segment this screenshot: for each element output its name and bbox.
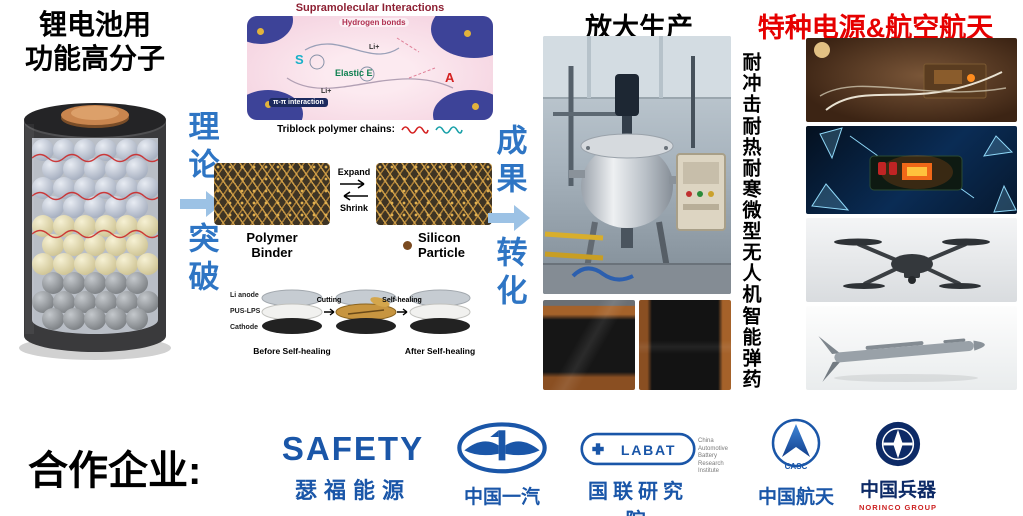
binder-network-after	[376, 163, 492, 225]
figure-supramolecular-title: Supramolecular Interactions	[295, 2, 445, 14]
expand-shrink-arrows: Expand Shrink	[332, 167, 376, 213]
labat-chinese-name: 国联研究院	[588, 481, 688, 516]
gold-dot	[464, 30, 471, 37]
drone-photo	[806, 218, 1017, 302]
logo-faw: 中国一汽	[452, 420, 552, 509]
s-block-label: S	[295, 52, 304, 67]
silicon-particle-legend: Silicon Particle	[376, 230, 492, 261]
figure-supramolecular: Supramolecular Interactions Hydrogen bon…	[247, 2, 493, 135]
pi-interaction-label: π-π interaction	[269, 98, 328, 107]
norinco-chinese-name: 中国兵器	[859, 480, 936, 501]
impact-test-photo	[806, 38, 1017, 122]
triblock-caption: Triblock polymer chains:	[247, 124, 493, 135]
hydrogen-bonds-label: Hydrogen bonds	[339, 18, 409, 27]
logo-norinco: 中国兵器 NORINCO GROUP	[852, 420, 944, 512]
flow-step1-top-label: 理论	[183, 110, 219, 186]
elastic-label: Elastic E	[335, 68, 373, 78]
self-healing-label: Self-healing	[382, 297, 422, 304]
application-label: 智能弹药	[739, 305, 761, 390]
self-healing-arrow-icon	[397, 308, 408, 316]
drone-sketch	[834, 238, 990, 289]
polymer-chain-wave-red-icon	[401, 125, 429, 134]
casc-chinese-name: 中国航天	[757, 487, 834, 508]
flow-step2-bottom-label: 转化	[491, 236, 527, 312]
labat-wordmark: LABAT	[621, 442, 676, 458]
polymer-binder-label: Polymer Binder	[246, 230, 298, 260]
gold-dot	[265, 101, 272, 108]
silicon-particle-label: Silicon Particle	[418, 230, 465, 260]
right-arrow-icon	[180, 191, 222, 217]
triblock-caption-text: Triblock polymer chains:	[277, 124, 395, 135]
reactor-photo	[543, 36, 731, 294]
electrode-film-photo-1	[543, 300, 635, 390]
safety-wordmark: SAFETY	[281, 430, 425, 467]
norinco-emblem-icon	[875, 421, 921, 467]
labat-subtitle: China Automotive Battery Research Instit…	[698, 438, 729, 474]
electrode-film-photo-2	[639, 300, 731, 390]
frozen-electronics-sketch	[811, 127, 1017, 213]
cell-stack-healed	[409, 289, 471, 334]
shrink-label: Shrink	[339, 203, 368, 213]
logo-casc: CASC 中国航天	[752, 418, 840, 509]
page-title: 锂电池用 功能高分子	[24, 9, 165, 75]
molecule-sketch	[286, 37, 454, 89]
safety-chinese-name: 瑟福能源	[294, 478, 411, 503]
faw-badge-icon	[457, 422, 547, 474]
casc-abbr: CASC	[785, 462, 808, 471]
faw-chinese-name: 中国一汽	[463, 487, 540, 508]
pus-lps-label: PUS-LPS	[230, 308, 261, 315]
binder-network-before	[214, 163, 330, 225]
application-label: 耐冲击	[739, 52, 761, 115]
battery-illustration	[19, 103, 171, 360]
application-label: 耐热耐寒	[739, 115, 761, 200]
labat-oval-icon: LABAT	[580, 432, 696, 466]
polymer-chain-wave-teal-icon	[435, 125, 463, 134]
cell-stack-cut	[335, 289, 397, 334]
cutting-arrow-icon	[324, 308, 335, 316]
cutting-label: Cutting	[317, 297, 342, 304]
logo-safety: SAFETY 瑟福能源	[268, 430, 438, 505]
li-ion-label: Li+	[369, 44, 380, 51]
flow-step-transformation: 成果 转化	[488, 124, 530, 312]
arrow-left-icon	[343, 191, 368, 201]
gold-dot	[472, 103, 479, 110]
logo-labat: LABAT China Automotive Battery Research …	[580, 432, 744, 516]
flow-step-theory: 理论 突破	[180, 110, 222, 298]
flow-step1-bottom-label: 突破	[183, 222, 219, 298]
silicon-particle-icon	[403, 241, 412, 251]
thermal-test-photo	[806, 126, 1017, 214]
missile-photo	[806, 306, 1017, 390]
missile-sketch	[818, 336, 985, 382]
figure-binder: Expand Shrink Polymer Binder Silicon Par…	[214, 163, 492, 271]
arrow-right-icon	[340, 179, 365, 189]
figure-self-healing: Li anode PUS-LPS Cathode Cutting Self-he…	[230, 289, 475, 356]
flow-step2-top-label: 成果	[491, 124, 527, 200]
li-anode-label: Li anode	[230, 292, 259, 299]
gold-dot	[257, 28, 264, 35]
partners-heading: 合作企业:	[28, 449, 202, 493]
application-label: 微型无人机	[739, 200, 761, 306]
cell-stack-before	[261, 289, 323, 334]
expand-label: Expand	[337, 167, 371, 177]
norinco-group-label: NORINCO GROUP	[858, 503, 937, 512]
after-self-healing-label: After Self-healing	[405, 346, 475, 356]
supramolecular-panel: Hydrogen bonds S Elastic E A Li+ Li+ π-π…	[247, 16, 493, 120]
cathode-label: Cathode	[230, 324, 258, 331]
a-block-label: A	[445, 70, 455, 85]
right-arrow-icon	[488, 205, 530, 231]
casc-emblem-icon: CASC	[771, 418, 821, 471]
li-ion-label: Li+	[321, 88, 332, 95]
before-self-healing-label: Before Self-healing	[253, 346, 330, 356]
applications-labels: 耐冲击 耐热耐寒 微型无人机 智能弹药	[733, 52, 767, 390]
impact-test-sketch	[814, 42, 1007, 111]
